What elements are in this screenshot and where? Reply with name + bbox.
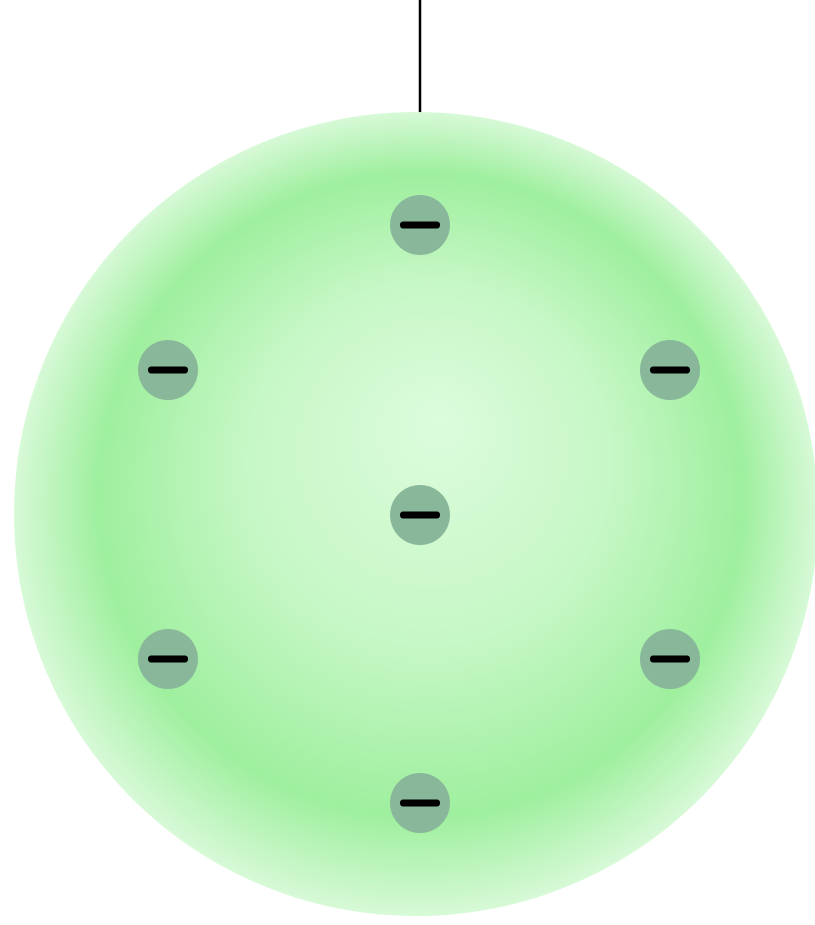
minus-sign-icon — [148, 367, 188, 374]
minus-sign-icon — [400, 800, 440, 807]
electron — [390, 773, 450, 833]
electron — [138, 629, 198, 689]
electron — [390, 195, 450, 255]
minus-sign-icon — [148, 656, 188, 663]
minus-sign-icon — [400, 512, 440, 519]
minus-sign-icon — [650, 656, 690, 663]
electron — [138, 340, 198, 400]
minus-sign-icon — [400, 222, 440, 229]
electron — [390, 485, 450, 545]
electron — [640, 629, 700, 689]
electron — [640, 340, 700, 400]
minus-sign-icon — [650, 367, 690, 374]
